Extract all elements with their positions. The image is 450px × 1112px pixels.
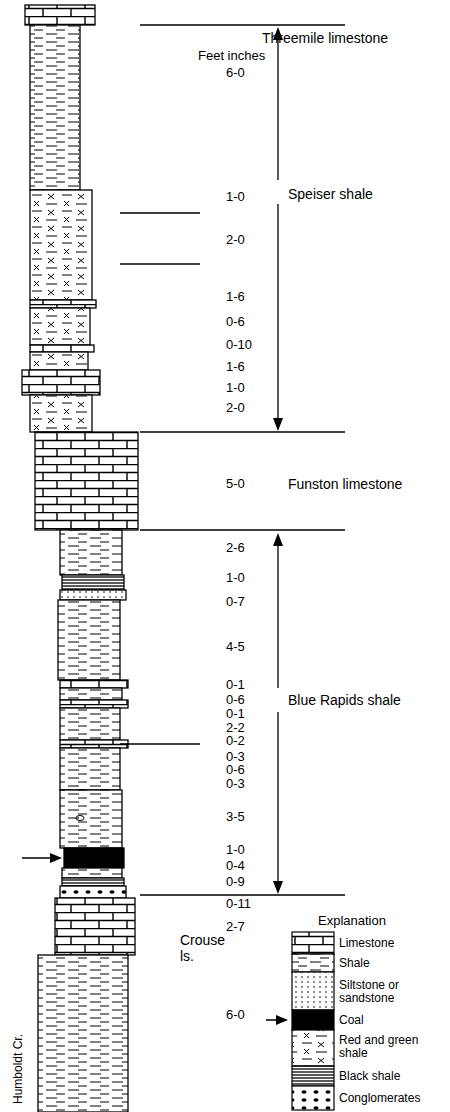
formation-name: Funston limestone bbox=[288, 476, 402, 492]
rock-unit bbox=[30, 190, 92, 300]
thickness-label: 0-2 bbox=[226, 734, 245, 747]
thickness-label: 2-0 bbox=[226, 401, 245, 414]
rock-unit bbox=[62, 575, 124, 590]
rock-unit bbox=[60, 590, 126, 600]
rock-unit bbox=[60, 740, 128, 748]
thickness-label: 1-0 bbox=[226, 381, 245, 394]
legend-text: Shale bbox=[339, 957, 445, 970]
rock-unit bbox=[22, 370, 100, 395]
thickness-label: 0-4 bbox=[226, 859, 245, 872]
thickness-label: 1-0 bbox=[226, 843, 245, 856]
thickness-label: 0-6 bbox=[226, 763, 245, 776]
rock-unit bbox=[60, 530, 122, 575]
thickness-label: 2-7 bbox=[226, 920, 245, 933]
thickness-label: 0-7 bbox=[226, 595, 245, 608]
formation-name: Crouse ls. bbox=[180, 932, 232, 964]
thickness-label: 2-6 bbox=[226, 541, 245, 554]
thickness-label: 1-6 bbox=[226, 360, 245, 373]
rock-unit bbox=[30, 395, 92, 432]
thickness-label: 0-3 bbox=[226, 750, 245, 763]
rock-unit bbox=[60, 680, 128, 688]
thickness-label: 0-6 bbox=[226, 315, 245, 328]
thickness-label: 6-0 bbox=[226, 1008, 245, 1021]
formation-name: Threemile limestone bbox=[262, 30, 388, 46]
rock-unit bbox=[60, 708, 120, 740]
legend-text: Red and green shale bbox=[339, 1034, 445, 1060]
rock-unit bbox=[30, 25, 80, 190]
creek-label: Humboldt Cr. bbox=[12, 1034, 25, 1104]
thickness-label: Explanation bbox=[318, 914, 386, 927]
rock-unit bbox=[38, 955, 128, 1112]
rock-unit bbox=[60, 688, 122, 700]
rock-unit bbox=[60, 748, 120, 790]
rock-unit bbox=[62, 868, 122, 878]
legend-symbol bbox=[292, 1010, 334, 1030]
thickness-label: 0-3 bbox=[226, 777, 245, 790]
rock-unit bbox=[60, 790, 122, 848]
rock-unit bbox=[60, 886, 126, 898]
legend-symbol bbox=[292, 1086, 334, 1110]
thickness-label: 0-11 bbox=[226, 897, 251, 910]
rock-unit bbox=[60, 700, 128, 708]
rock-unit bbox=[30, 308, 90, 345]
rock-unit bbox=[35, 432, 138, 530]
contact-lines bbox=[120, 25, 345, 895]
rock-unit bbox=[62, 878, 124, 886]
coal-pointer bbox=[22, 858, 278, 1020]
rock-unit bbox=[58, 600, 120, 680]
legend-text: Limestone bbox=[339, 937, 445, 950]
legend-symbol bbox=[292, 1030, 334, 1066]
legend-symbol bbox=[292, 972, 334, 1010]
legend-symbol bbox=[292, 932, 334, 954]
legend-text: Black shale bbox=[339, 1070, 445, 1083]
legend-text: Siltstone or sandstone bbox=[339, 979, 445, 1005]
rock-unit bbox=[30, 300, 96, 308]
thickness-label: 1-6 bbox=[226, 290, 245, 303]
rock-unit bbox=[64, 848, 124, 868]
thickness-label: 4-5 bbox=[226, 640, 245, 653]
thickness-label: 2-0 bbox=[226, 233, 245, 246]
thickness-label: 0-10 bbox=[226, 338, 252, 351]
nodule bbox=[76, 816, 84, 821]
thickness-label: 0-1 bbox=[226, 678, 245, 691]
legend-text: Coal bbox=[339, 1014, 445, 1027]
legend-symbol bbox=[292, 954, 334, 972]
thickness-label: 1-0 bbox=[226, 571, 245, 584]
rock-unit bbox=[55, 898, 135, 955]
formation-name: Speiser shale bbox=[288, 186, 373, 202]
thickness-label: 1-0 bbox=[226, 190, 245, 203]
thickness-label: 2-2 bbox=[226, 721, 245, 734]
thickness-label: 0-1 bbox=[226, 707, 245, 720]
rock-unit bbox=[25, 5, 95, 25]
bracket-arrowheads bbox=[50, 27, 288, 1025]
rock-unit bbox=[30, 352, 88, 370]
formation-name: Blue Rapids shale bbox=[288, 692, 401, 708]
thickness-label: 3-5 bbox=[226, 810, 245, 823]
legend-text: Conglomerates bbox=[339, 1092, 445, 1105]
thickness-label: 6-0 bbox=[226, 66, 245, 79]
thickness-label: Feet inches bbox=[198, 49, 265, 62]
thickness-label: 0-9 bbox=[226, 875, 245, 888]
legend-symbol bbox=[292, 1066, 334, 1086]
thickness-label: 0-6 bbox=[226, 693, 245, 706]
rock-unit bbox=[30, 345, 94, 352]
thickness-label: 5-0 bbox=[226, 477, 245, 490]
